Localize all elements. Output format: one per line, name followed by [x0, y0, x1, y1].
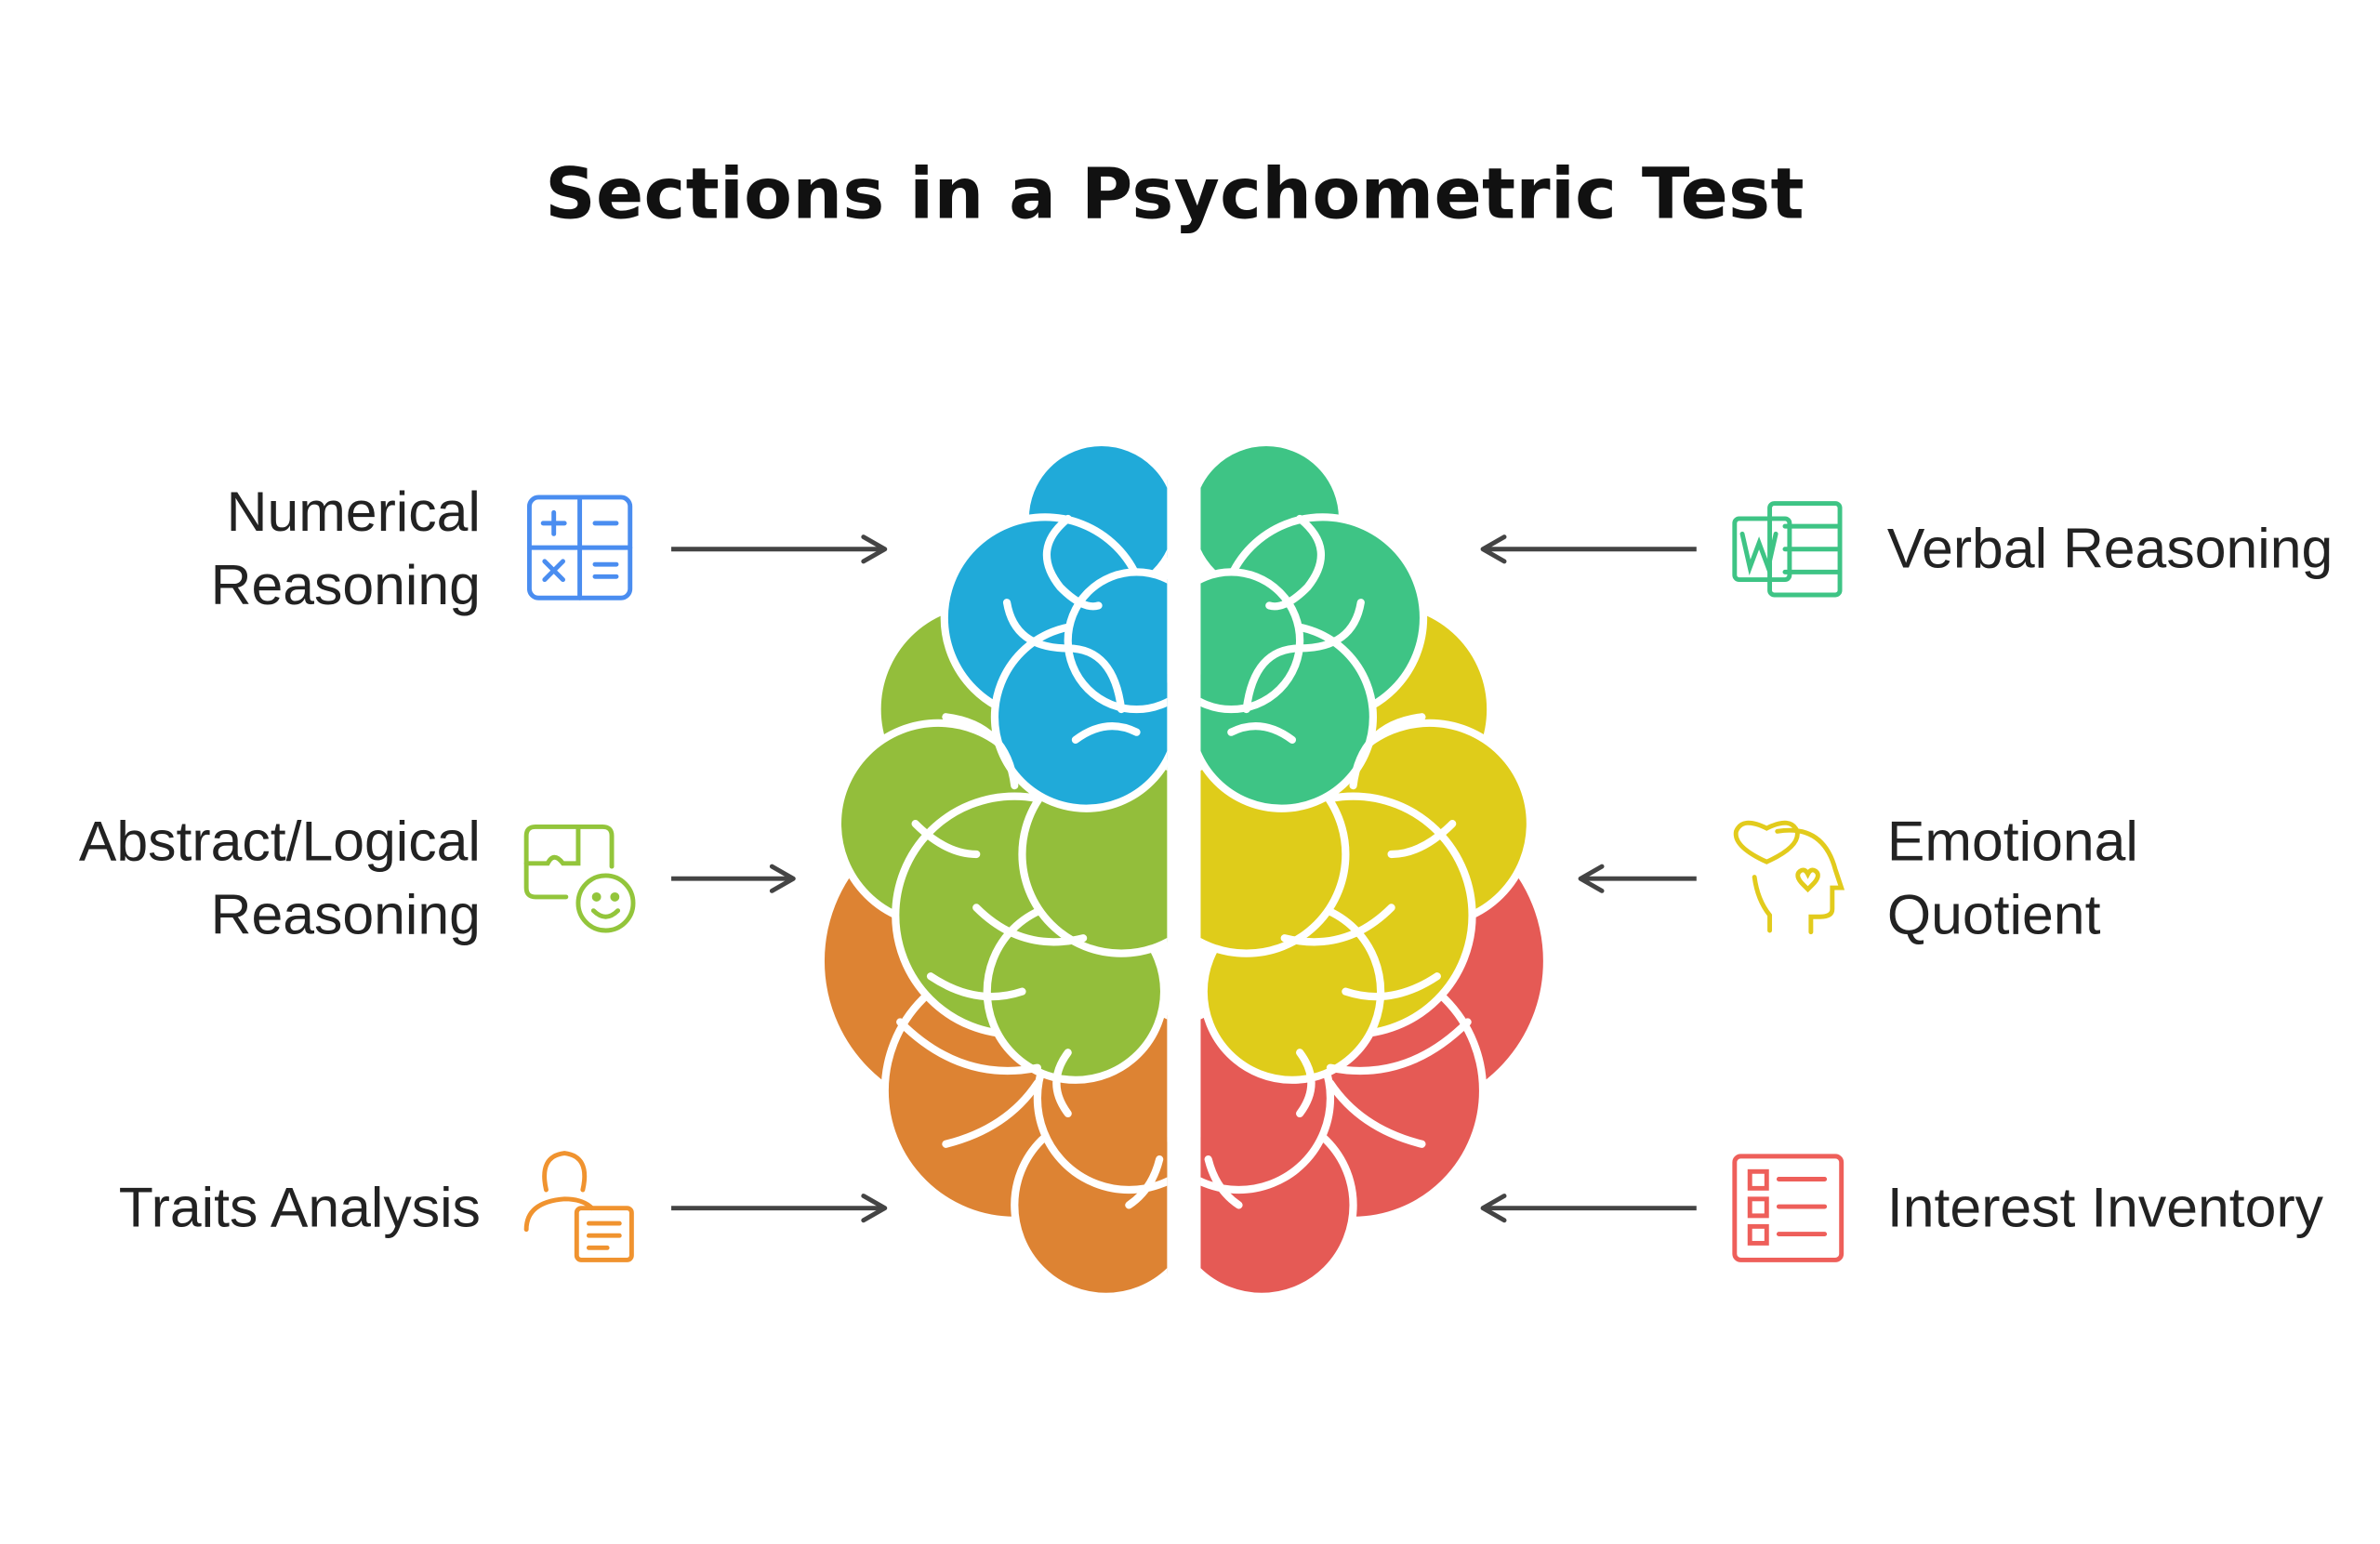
label-line: Numerical	[226, 480, 481, 544]
label-line: Quotient	[1886, 883, 2101, 946]
brain-lobe-numerical	[940, 438, 1168, 812]
head-heart-icon	[1733, 820, 1845, 935]
checklist-icon	[1732, 1154, 1844, 1262]
label-interest-inventory: Interest Inventory	[1886, 1176, 2324, 1239]
label-traits-analysis: Traits Analysis	[118, 1176, 481, 1239]
label-verbal-reasoning: Verbal Reasoning	[1886, 517, 2334, 580]
puzzle-face-icon	[523, 824, 636, 933]
brain-left-hemisphere	[816, 438, 1168, 1300]
label-line: Emotional	[1886, 810, 2138, 873]
diagram-title: Sections in a Psychometric Test	[545, 152, 1805, 235]
label-line: Abstract/Logical	[78, 810, 481, 873]
calculator-icon	[526, 495, 633, 600]
arrows	[671, 534, 1697, 1223]
person-document-icon	[523, 1151, 634, 1262]
brain-folds	[896, 514, 1164, 1209]
label-line: Reasoning	[210, 883, 481, 946]
label-line: Reasoning	[210, 553, 481, 616]
word-document-icon	[1732, 501, 1843, 598]
brain-right-hemisphere	[1200, 438, 1552, 1300]
